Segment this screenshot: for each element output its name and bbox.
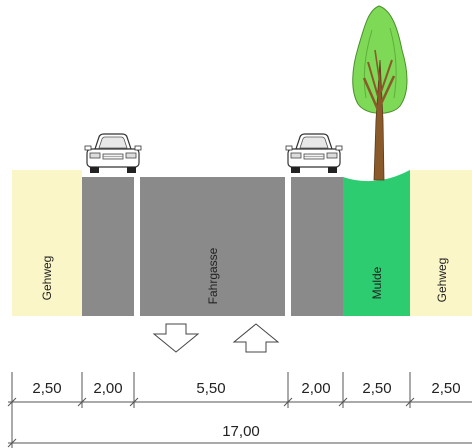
car-icon (285, 133, 343, 173)
arrow-up-icon (232, 323, 280, 353)
dim-parking-right: 2,00 (301, 380, 330, 397)
dim-gehweg-right: 2,50 (431, 380, 460, 397)
total-dimension (7, 408, 472, 448)
car-icon (84, 133, 142, 173)
parking-strip-left (82, 177, 134, 316)
cross-section (12, 170, 472, 316)
gehweg-left-label: Gehweg (40, 256, 54, 301)
dim-parking-left: 2,00 (93, 380, 122, 397)
mulde-band (343, 170, 410, 316)
gehweg-right-band (410, 170, 472, 316)
dimension-chain (7, 372, 472, 408)
mulde-label: Mulde (370, 266, 384, 299)
fahrgasse-band (140, 177, 285, 316)
dim-fahrgasse: 5,50 (196, 380, 225, 397)
gehweg-left-band (12, 170, 82, 316)
parking-strip-right (291, 177, 343, 316)
tree-icon (352, 5, 408, 181)
dim-total: 17,00 (222, 423, 260, 440)
fahrgasse-label: Fahrgasse (206, 247, 220, 304)
dim-mulde: 2,50 (362, 380, 391, 397)
lane-marking-left (134, 177, 140, 316)
lane-marking-right (285, 177, 291, 316)
gehweg-right-label: Gehweg (435, 258, 449, 303)
arrow-down-icon (152, 323, 200, 353)
dim-gehweg-left: 2,50 (32, 380, 61, 397)
